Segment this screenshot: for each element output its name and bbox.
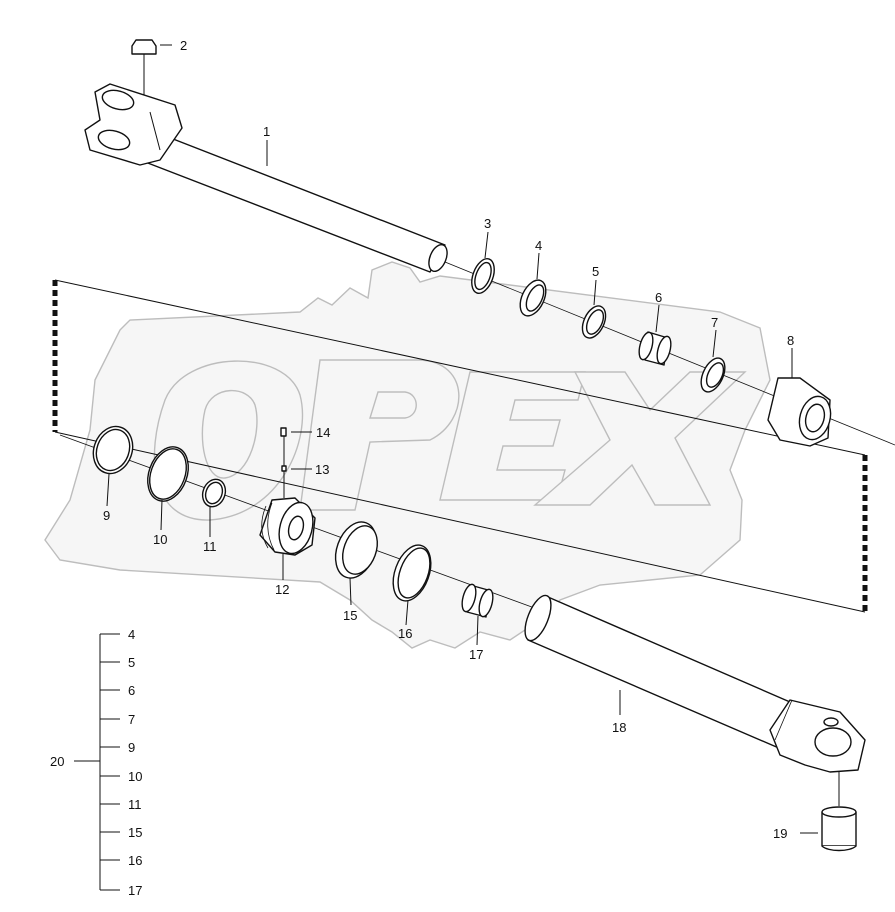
part-12-piston <box>259 497 316 556</box>
callout-10: 10 <box>153 532 167 547</box>
callout-1: 1 <box>263 124 270 139</box>
watermark-letter-x <box>533 371 747 506</box>
kit-item: 11 <box>128 797 142 812</box>
callout-13: 13 <box>315 462 329 477</box>
kit-item: 10 <box>128 769 142 784</box>
part-11-o-ring <box>201 478 227 508</box>
watermark-letter-p <box>299 359 460 511</box>
callout-labels: 1 2 3 4 5 6 7 8 9 10 11 12 13 14 15 16 1… <box>50 38 794 841</box>
callout-17: 17 <box>469 647 483 662</box>
kit-item: 17 <box>128 883 142 898</box>
callout-2: 2 <box>180 38 187 53</box>
watermark-letter-o <box>153 360 304 521</box>
callout-8: 8 <box>787 333 794 348</box>
kit-item: 7 <box>128 712 135 727</box>
part-2-grease-fitting <box>131 39 172 102</box>
part-9-o-ring <box>92 425 134 475</box>
callout-16: 16 <box>398 626 412 641</box>
callout-14: 14 <box>316 425 330 440</box>
kit-bracket <box>74 633 120 891</box>
part-16-piston-seal <box>392 544 432 602</box>
part-7-seal <box>700 357 726 393</box>
part-1-piston-rod <box>84 83 448 273</box>
part-13-14-pins <box>280 427 312 498</box>
section-divider <box>52 279 868 613</box>
watermark-letters <box>153 359 747 521</box>
watermark <box>44 261 771 649</box>
part-3-snap-ring <box>471 258 495 294</box>
part-15-guide-ring <box>334 521 378 579</box>
callout-4: 4 <box>535 238 542 253</box>
kit-item: 15 <box>128 825 142 840</box>
part-17-bushing <box>461 583 494 618</box>
part-4-wiper <box>519 279 547 317</box>
callout-20: 20 <box>50 754 64 769</box>
callout-18: 18 <box>612 720 626 735</box>
callout-3: 3 <box>484 216 491 231</box>
kit-item: 9 <box>128 740 135 755</box>
part-19-bushing <box>800 772 857 852</box>
kit-item: 16 <box>128 853 142 868</box>
part-5-rod-seal <box>581 305 607 339</box>
callout-15: 15 <box>343 608 357 623</box>
kit-item: 5 <box>128 655 135 670</box>
part-18-cylinder-barrel <box>524 594 866 773</box>
callout-9: 9 <box>103 508 110 523</box>
kit-item: 6 <box>128 683 135 698</box>
kit-item: 4 <box>128 627 135 642</box>
callout-6: 6 <box>655 290 662 305</box>
callout-12: 12 <box>275 582 289 597</box>
callout-19: 19 <box>773 826 787 841</box>
leader-lines <box>106 140 793 715</box>
callout-5: 5 <box>592 264 599 279</box>
part-6-bushing <box>638 331 672 366</box>
kit-item-labels: 4 5 6 7 9 10 11 15 16 17 <box>128 627 142 898</box>
callout-7: 7 <box>711 315 718 330</box>
part-10-backup-ring <box>147 446 189 502</box>
callout-11: 11 <box>203 539 217 554</box>
part-8-gland <box>767 377 832 447</box>
